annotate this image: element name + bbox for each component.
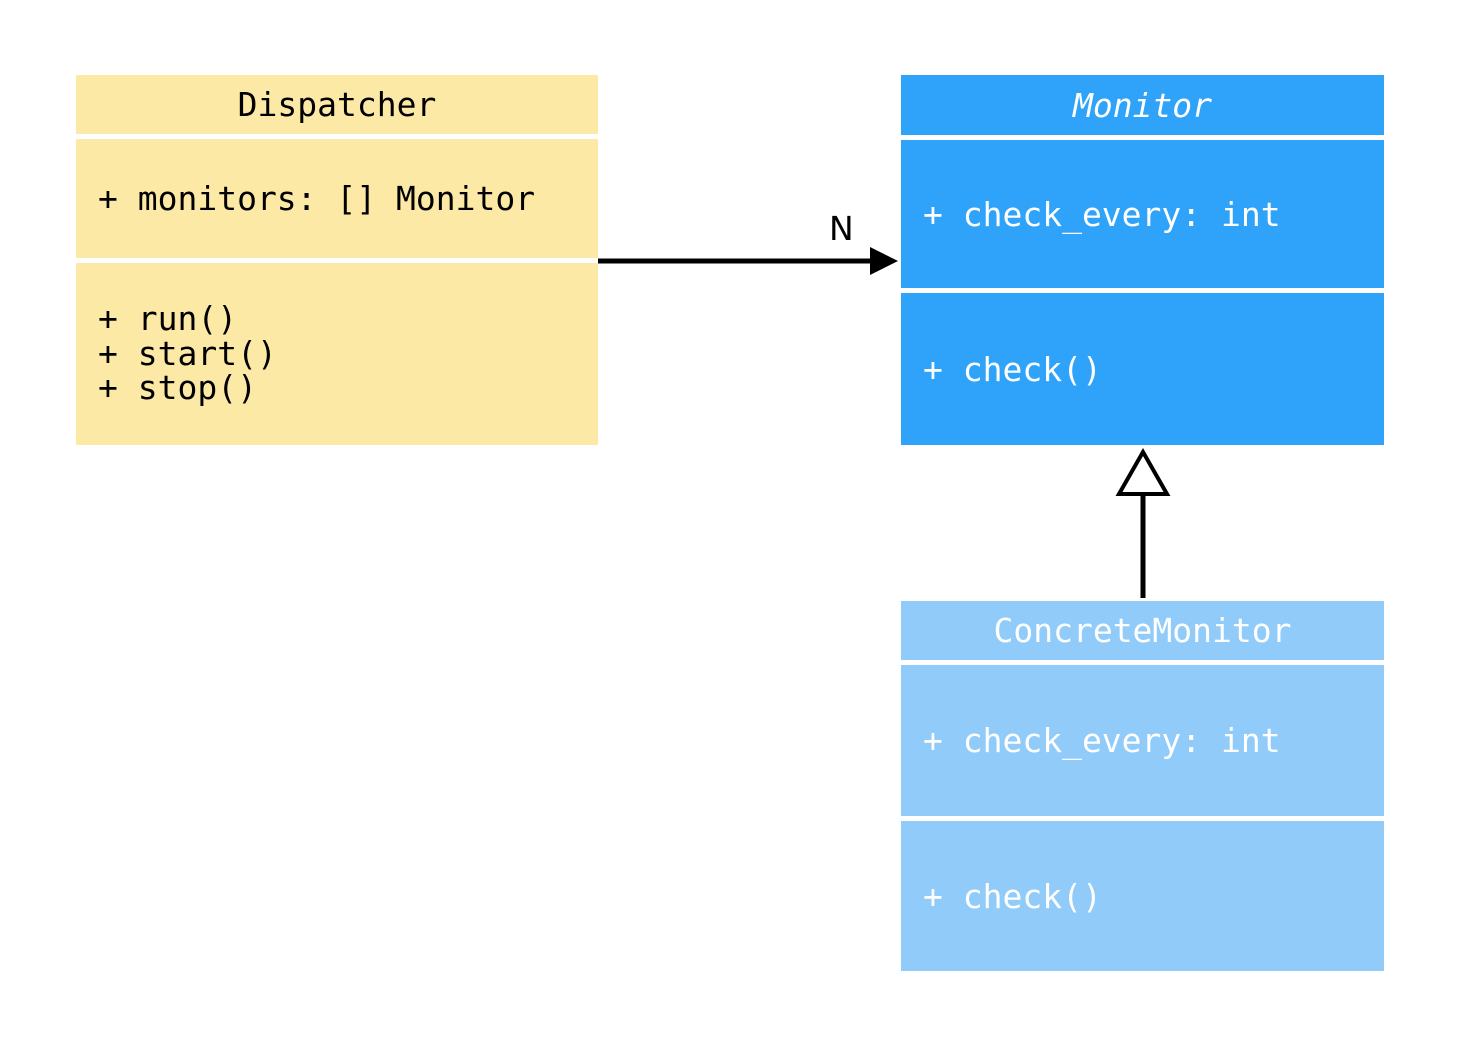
class-title-concrete-monitor: ConcreteMonitor <box>901 601 1384 660</box>
class-attribute: + check_every: int <box>923 194 1281 234</box>
class-title-monitor: Monitor <box>901 75 1384 135</box>
class-title-dispatcher: Dispatcher <box>76 75 598 134</box>
class-method: + check() <box>923 349 1102 389</box>
class-methods-dispatcher: + run() + start() + stop() <box>76 263 598 445</box>
class-attribute: + check_every: int <box>923 721 1281 760</box>
class-method: + stop() <box>98 368 257 408</box>
association-arrow <box>598 247 898 275</box>
class-attributes-dispatcher: + monitors: [] Monitor <box>76 139 598 258</box>
class-attribute: + monitors: [] Monitor <box>98 179 536 218</box>
class-name-label: Monitor <box>1072 85 1213 125</box>
class-attributes-concrete-monitor: + check_every: int <box>901 665 1384 816</box>
class-method: + start() <box>98 333 277 373</box>
class-attributes-monitor: + check_every: int <box>901 140 1384 288</box>
multiplicity-label: N <box>829 209 854 248</box>
class-methods-monitor: + check() <box>901 293 1384 445</box>
generalization-arrow <box>1115 447 1171 598</box>
class-name-label: Dispatcher <box>237 85 437 124</box>
filled-arrowhead-icon <box>870 247 898 275</box>
class-box-monitor: Monitor + check_every: int + check() <box>901 75 1384 445</box>
class-method: + run() <box>98 299 238 339</box>
class-method: + check() <box>923 876 1102 916</box>
class-name-label: ConcreteMonitor <box>993 611 1292 650</box>
class-methods-concrete-monitor: + check() <box>901 821 1384 971</box>
class-box-dispatcher: Dispatcher + monitors: [] Monitor + run(… <box>76 75 598 445</box>
class-box-concrete-monitor: ConcreteMonitor + check_every: int + che… <box>901 601 1384 971</box>
hollow-triangle-arrowhead-icon <box>1115 447 1171 496</box>
